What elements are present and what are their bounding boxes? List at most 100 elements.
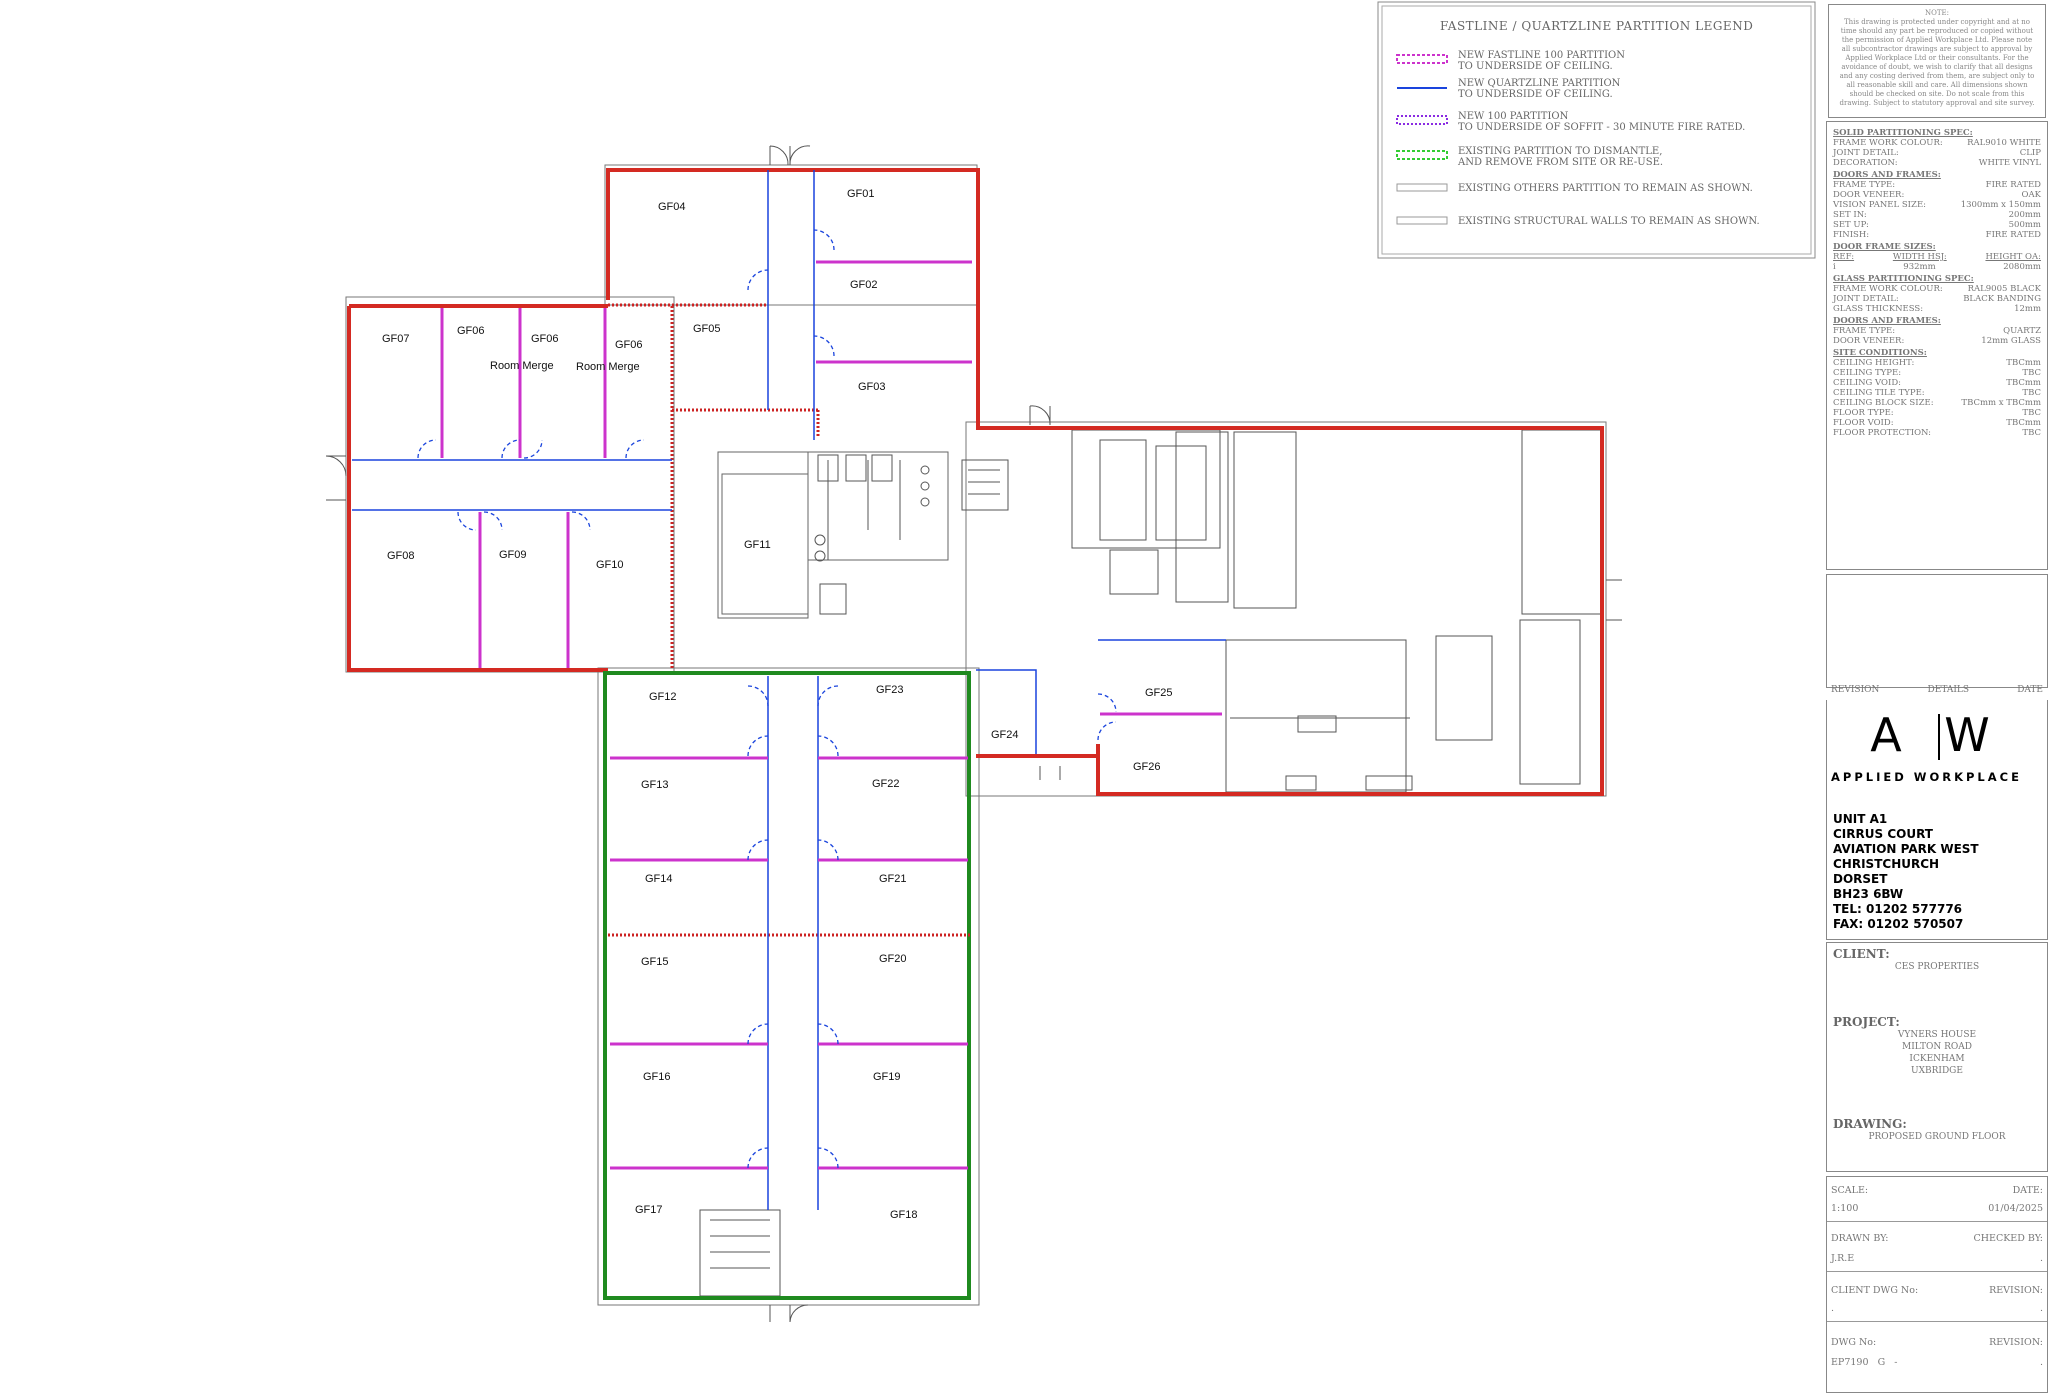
client-label: CLIENT:	[1833, 947, 1890, 961]
door-frame-sizes-title: DOOR FRAME SIZES:	[1833, 242, 1936, 252]
spec-row: CEILING TYPE:TBC	[1833, 368, 2041, 378]
spec-key: CEILING HEIGHT:	[1833, 358, 1915, 368]
date-value: 01/04/2025	[1988, 1203, 2043, 1214]
legend-swatch-dismantle	[1396, 150, 1448, 160]
dfs-head-height: HEIGHT OA:	[1985, 252, 2041, 262]
room-label-gf14: GF14	[645, 873, 673, 885]
room-label-gf06-a: GF06	[457, 325, 485, 337]
room-label-gf21: GF21	[879, 873, 907, 885]
spec-value: CLIP	[2019, 148, 2041, 158]
room-label-gf25: GF25	[1145, 687, 1173, 699]
door-frame-header: REF:WIDTH HSJ:HEIGHT OA:	[1833, 252, 2041, 262]
project-line: ICKENHAM	[1909, 1054, 1965, 1064]
phone-line: TEL: 01202 577776	[1833, 902, 1963, 916]
scale-label: SCALE:	[1831, 1185, 1869, 1196]
logo-letter-a: A	[1870, 708, 1916, 762]
address-line: CHRISTCHURCH	[1833, 857, 1940, 871]
spec-row: FRAME WORK COLOUR: RAL9010 WHITE	[1833, 138, 2041, 148]
address-line: AVIATION PARK WEST	[1833, 842, 1979, 856]
spec-key: JOINT DETAIL:	[1833, 148, 1899, 158]
doors-title: DOORS AND FRAMES:	[1833, 170, 1941, 180]
room-label-gf09: GF09	[499, 549, 527, 561]
room-label-gf22: GF22	[872, 778, 900, 790]
room-label-gf26: GF26	[1133, 761, 1161, 773]
scale-value: 1:100	[1831, 1203, 1859, 1214]
spec-key: FRAME WORK COLOUR:	[1833, 138, 1943, 148]
checked-by-label: CHECKED BY:	[1973, 1233, 2043, 1244]
spec-key: CEILING TILE TYPE:	[1833, 388, 1925, 398]
spec-value: FIRE RATED	[1985, 230, 2041, 240]
room-label-gf24: GF24	[991, 729, 1019, 741]
spec-key: FRAME TYPE:	[1833, 180, 1896, 190]
spec-key: DOOR VENEER:	[1833, 336, 1905, 346]
legend-title: FASTLINE / QUARTZLINE PARTITION LEGEND	[1440, 19, 1753, 33]
drawn-by-label: DRAWN BY:	[1831, 1233, 1889, 1244]
spec-key: FLOOR VOID:	[1833, 418, 1894, 428]
spec-value: 12mm	[2014, 304, 2041, 314]
room-label-gf02: GF02	[850, 279, 878, 291]
meta-divider	[1827, 1271, 2047, 1272]
spec-row: DOOR VENEER:12mm GLASS	[1833, 336, 2041, 346]
room-label-gf03: GF03	[858, 381, 886, 393]
legend-swatch-structural	[1396, 216, 1448, 225]
legend-item-6: EXISTING STRUCTURAL WALLS TO REMAIN AS S…	[1458, 216, 1760, 227]
spec-row: VISION PANEL SIZE:1300mm x 150mm	[1833, 200, 2041, 210]
doors2-title: DOORS AND FRAMES:	[1833, 316, 1941, 326]
spec-value: TBCmm x TBCmm	[1961, 398, 2041, 408]
spec-row: FRAME WORK COLOUR:RAL9005 BLACK	[1833, 284, 2041, 294]
room-label-gf13: GF13	[641, 779, 669, 791]
site-conditions-title: SITE CONDITIONS:	[1833, 348, 1927, 358]
meta-divider	[1827, 1321, 2047, 1322]
company-name: APPLIED WORKPLACE	[1831, 770, 2022, 784]
legend-item-4-line1: EXISTING PARTITION TO DISMANTLE,	[1458, 146, 1662, 157]
spec-row: DECORATION:WHITE VINYL	[1833, 158, 2041, 168]
legend-item-5: EXISTING OTHERS PARTITION TO REMAIN AS S…	[1458, 183, 1753, 194]
aw-logo: A W	[1827, 708, 2047, 762]
logo-divider	[1938, 714, 1940, 760]
spec-value: RAL9010 WHITE	[1967, 138, 2041, 148]
project-line: MILTON ROAD	[1901, 1042, 1972, 1052]
room-label-gf23: GF23	[876, 684, 904, 696]
spec-value: TBC	[2022, 408, 2041, 418]
spec-row: FRAME TYPE:QUARTZ	[1833, 326, 2041, 336]
spec-value: TBC	[2022, 388, 2041, 398]
address-line: DORSET	[1833, 872, 1888, 886]
address-line: BH23 6BW	[1833, 887, 1904, 901]
room-label-gf16: GF16	[643, 1071, 671, 1083]
legend-item-1-line1: NEW FASTLINE 100 PARTITION	[1458, 50, 1625, 61]
spec-value: TBCmm	[2006, 418, 2041, 428]
legend-item-1-line2: TO UNDERSIDE OF CEILING.	[1458, 61, 1613, 72]
drawing-label: DRAWING:	[1833, 1117, 1907, 1131]
spec-value: OAK	[2021, 190, 2041, 200]
company-block: A W APPLIED WORKPLACE UNIT A1 CIRRUS COU…	[1826, 700, 2048, 940]
dfs-width: 932mm	[1903, 262, 1936, 272]
legend-item-2-line2: TO UNDERSIDE OF CEILING.	[1458, 89, 1613, 100]
logo-letter-w: W	[1944, 708, 2004, 762]
spec-key: SET UP:	[1833, 220, 1869, 230]
spec-value: 500mm	[2008, 220, 2041, 230]
revision-table: REVISION DETAILS DATE	[1826, 574, 2048, 695]
spec-key: FLOOR TYPE:	[1833, 408, 1894, 418]
revision2-label: REVISION:	[1989, 1337, 2043, 1348]
date-col: DATE	[2017, 685, 2043, 695]
room-label-gf17: GF17	[635, 1204, 663, 1216]
details-col: DETAILS	[1927, 685, 1970, 695]
spec-row: FINISH:FIRE RATED	[1833, 230, 2041, 240]
revision-header: REVISION DETAILS DATE	[1831, 685, 2043, 695]
legend-swatch-existing-others	[1396, 183, 1448, 192]
note-body: This drawing is protected under copyrigh…	[1839, 18, 2035, 107]
room-label-gf08: GF08	[387, 550, 415, 562]
room-label-gf18: GF18	[890, 1209, 918, 1221]
drawing-value: PROPOSED GROUND FLOOR	[1868, 1132, 2006, 1142]
spec-key: CEILING VOID:	[1833, 378, 1901, 388]
meta-divider	[1827, 1221, 2047, 1222]
address-line: CIRRUS COURT	[1833, 827, 1933, 841]
glass-spec-title: GLASS PARTITIONING SPEC:	[1833, 274, 1974, 284]
spec-value: QUARTZ	[2003, 326, 2041, 336]
spec-key: FLOOR PROTECTION:	[1833, 428, 1932, 438]
client-dwg-label: CLIENT DWG No:	[1831, 1285, 1919, 1296]
room-label-gf01: GF01	[847, 188, 875, 200]
spec-row: DOOR VENEER:OAK	[1833, 190, 2041, 200]
room-label-gf05: GF05	[693, 323, 721, 335]
